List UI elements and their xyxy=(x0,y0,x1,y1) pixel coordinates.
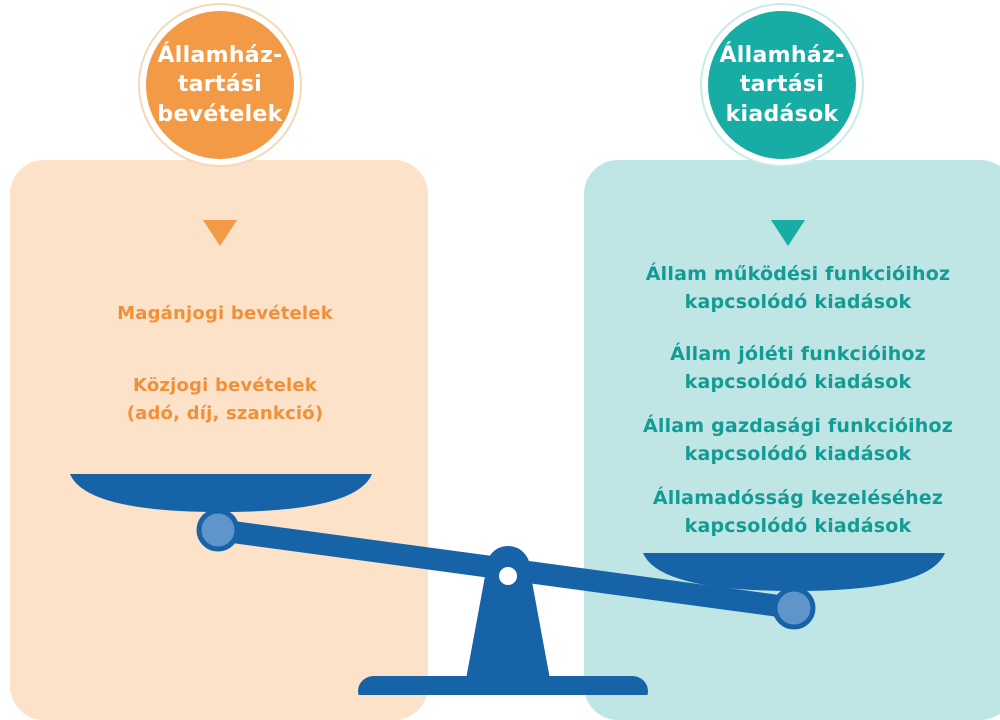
expenditure-item-welfare: Állam jóléti funkcióihoz kapcsolódó kiad… xyxy=(670,343,926,393)
revenues-title-bubble: Államház- tartási bevételek xyxy=(140,5,300,165)
expenditures-title-bubble: Államház- tartási kiadások xyxy=(702,5,862,165)
balance-scale-icon xyxy=(70,474,945,695)
right-joint xyxy=(772,586,816,630)
scale-pillar xyxy=(464,560,552,690)
revenues-panel xyxy=(10,160,428,720)
expenditure-item-economic: Állam gazdasági funkcióihoz kapcsolódó k… xyxy=(642,415,954,465)
left-joint xyxy=(196,508,240,552)
right-scale-pan xyxy=(643,553,945,591)
left-scale-pan xyxy=(70,474,372,512)
expenditures-pointer-icon xyxy=(771,220,805,246)
expenditure-item-debt: Államadósság kezeléséhez kapcsolódó kiad… xyxy=(652,487,944,537)
revenue-item-private-law: Magánjogi bevételek xyxy=(117,303,333,324)
expenditure-item-operational: Állam működési funkcióihoz kapcsolódó ki… xyxy=(645,263,951,313)
scale-pivot xyxy=(499,567,517,585)
revenues-pointer-icon xyxy=(203,220,237,246)
revenue-item-public-law: Közjogi bevételek (adó, díj, szankció) xyxy=(126,375,324,424)
